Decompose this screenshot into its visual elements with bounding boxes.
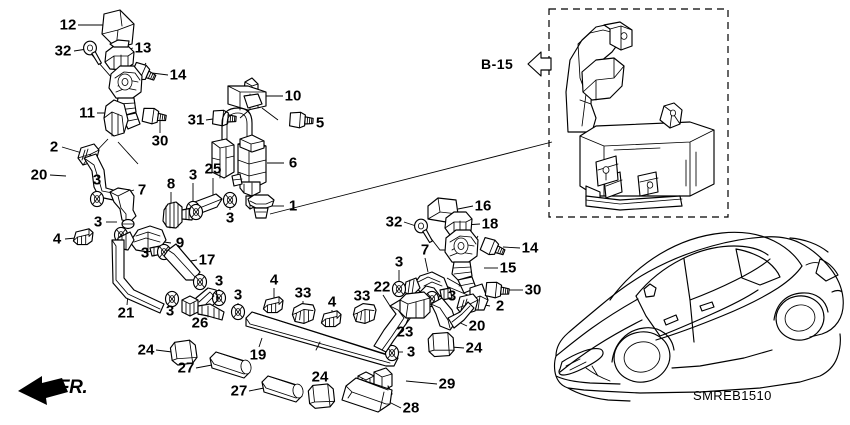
callout-number-13: 13	[134, 39, 152, 57]
part-1-filler-cap	[247, 194, 275, 219]
callout-number-21: 21	[117, 304, 135, 322]
callout-number-31: 31	[187, 111, 205, 129]
part-23-cap	[399, 291, 431, 319]
callout-number-3: 3	[214, 272, 224, 290]
part-31-bolt	[211, 109, 238, 128]
part-24-cap-right	[427, 331, 455, 358]
callout-number-7: 7	[420, 241, 430, 259]
part-5-bolt	[288, 111, 315, 130]
part-4-clip-mid-a	[262, 296, 284, 314]
part-26-tee-joint	[181, 287, 225, 321]
callout-number-4: 4	[52, 230, 62, 248]
part-4-clip-mid-b	[320, 310, 342, 328]
drawing-code-label: SMREB1510	[693, 388, 772, 403]
washer-tank	[565, 21, 715, 211]
callout-number-17: 17	[198, 251, 216, 269]
callout-number-16: 16	[474, 197, 492, 215]
callout-number-29: 29	[438, 375, 456, 393]
part-32-screw-right	[414, 218, 433, 244]
part-6-washer-pump-assembly	[211, 107, 267, 210]
callout-number-10: 10	[284, 87, 302, 105]
part-21-hose-long	[111, 239, 165, 314]
washer-tank-detail-box	[548, 8, 729, 218]
callout-number-3: 3	[233, 286, 243, 304]
callout-number-20: 20	[30, 166, 48, 184]
callout-number-5: 5	[315, 114, 325, 132]
callout-number-14: 14	[169, 66, 187, 84]
part-3-grommet-left-e	[192, 273, 208, 291]
callout-number-22: 22	[373, 278, 391, 296]
callout-number-15: 15	[499, 259, 517, 277]
callout-number-30: 30	[151, 132, 169, 150]
callout-number-11: 11	[79, 104, 95, 122]
callout-number-27: 27	[230, 382, 248, 400]
part-32-screw	[83, 40, 102, 66]
vehicle-outline	[553, 231, 844, 402]
callout-number-33: 33	[294, 284, 312, 302]
callout-number-3: 3	[447, 287, 457, 305]
part-4-clip-left	[72, 228, 94, 246]
callout-number-28: 28	[402, 399, 420, 417]
part-28-cover	[341, 377, 393, 413]
callout-number-14: 14	[521, 239, 539, 257]
callout-number-3: 3	[225, 209, 235, 227]
orientation-arrow	[18, 376, 68, 405]
callout-number-20: 20	[468, 317, 486, 335]
callout-number-19: 19	[249, 346, 267, 364]
callout-number-25: 25	[204, 160, 222, 178]
section-reference-arrow	[527, 51, 552, 77]
callout-number-3: 3	[93, 213, 103, 231]
part-33-clip-a	[291, 303, 316, 324]
callout-number-24: 24	[465, 339, 483, 357]
callout-number-27: 27	[177, 359, 195, 377]
part-7-elbow-right	[403, 271, 453, 301]
part-20-hose-right	[430, 297, 475, 331]
callout-number-6: 6	[288, 154, 298, 172]
callout-number-24: 24	[137, 341, 155, 359]
part-24-cap-b	[307, 382, 336, 410]
callout-number-3: 3	[188, 166, 198, 184]
section-reference-label: B-15	[481, 56, 514, 72]
part-14-bolt-right	[479, 235, 508, 261]
part-3-grommet-left-a	[89, 190, 105, 208]
callout-number-30: 30	[524, 281, 542, 299]
callout-number-3: 3	[140, 244, 150, 262]
callout-number-1: 1	[288, 197, 298, 215]
part-10-bracket	[227, 77, 267, 111]
callout-number-2: 2	[49, 138, 59, 156]
callout-number-24: 24	[311, 368, 329, 386]
callout-number-3: 3	[92, 171, 102, 189]
callout-number-32: 32	[54, 42, 72, 60]
washer-nozzle-assembly-left	[103, 65, 168, 137]
callout-number-8: 8	[166, 175, 176, 193]
part-7-elbow-left	[109, 187, 137, 230]
part-3-grommet-left-c	[188, 203, 204, 221]
callout-number-23: 23	[396, 323, 414, 341]
callout-number-26: 26	[191, 314, 209, 332]
callout-number-12: 12	[59, 16, 77, 34]
part-15-washer-nozzle-right	[444, 229, 489, 311]
callout-number-3: 3	[406, 343, 416, 361]
callout-number-7: 7	[137, 181, 147, 199]
part-19-tube-long	[245, 311, 399, 367]
callout-number-18: 18	[481, 215, 499, 233]
callout-number-32: 32	[385, 213, 403, 231]
callout-number-4: 4	[327, 293, 337, 311]
callout-number-3: 3	[165, 302, 175, 320]
part-12-nozzle-cover	[101, 9, 135, 49]
callout-number-33: 33	[353, 287, 371, 305]
orientation-label: FR.	[58, 377, 88, 398]
part-27-tube-a	[209, 351, 252, 379]
callout-number-9: 9	[175, 234, 185, 252]
part-33-clip-b	[352, 303, 377, 324]
callout-number-3: 3	[394, 253, 404, 271]
callout-number-2: 2	[495, 297, 505, 315]
part-13-connector	[104, 39, 135, 71]
callout-number-4: 4	[269, 271, 279, 289]
part-27-tube-b	[261, 375, 304, 403]
